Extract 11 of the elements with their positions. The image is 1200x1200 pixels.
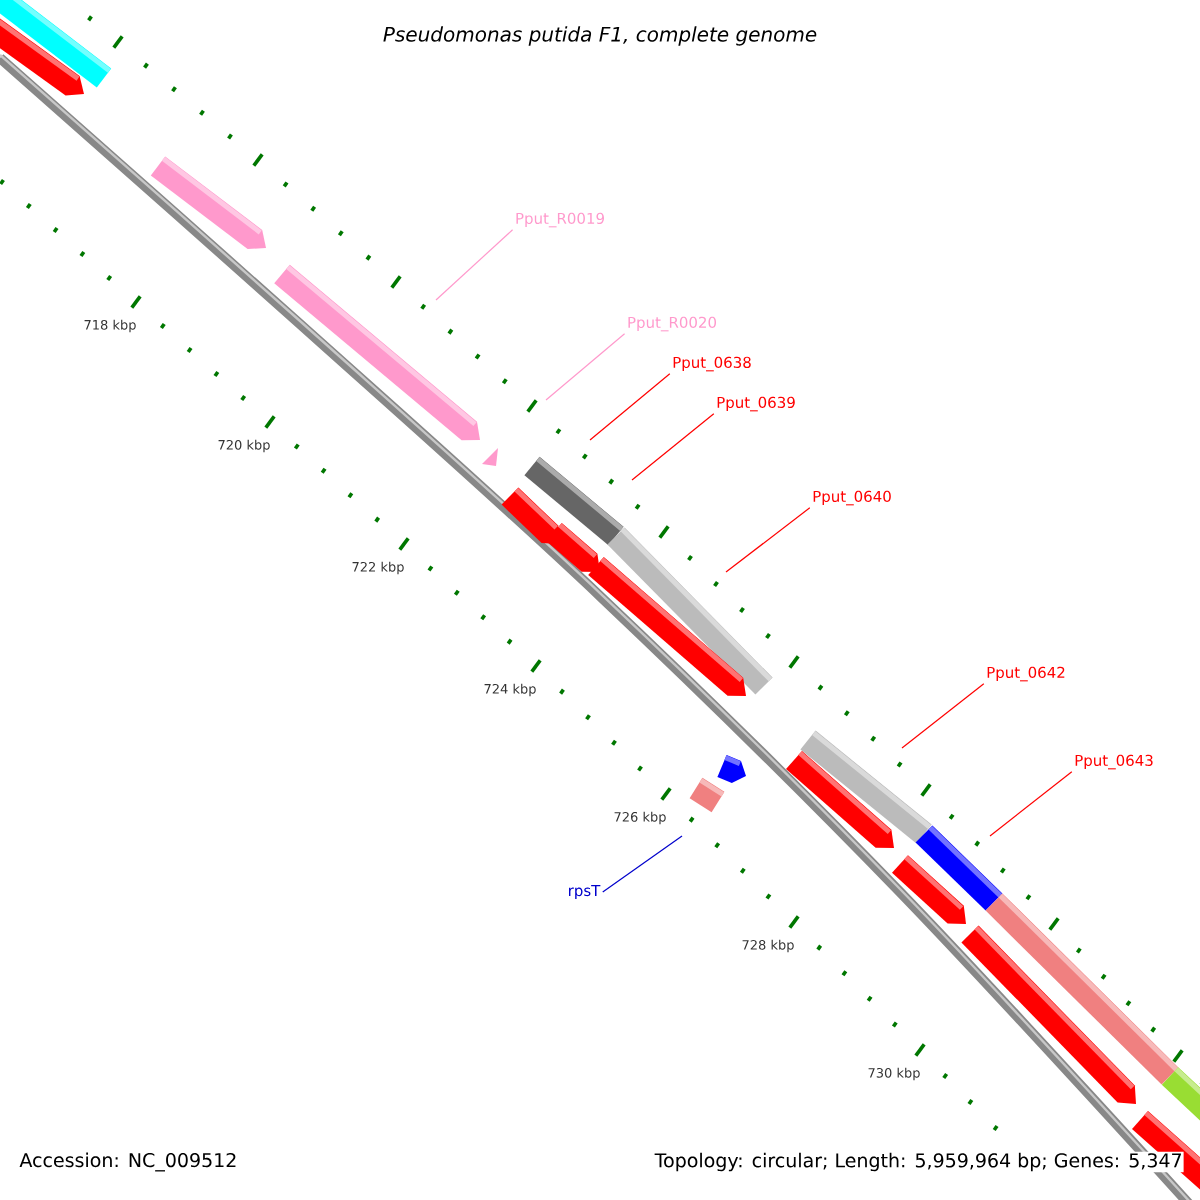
genome-info-text: Topology: circular; Length: 5,959,964 bp; Genes: 5,347 (653, 1151, 1184, 1173)
leader-line (631, 413, 715, 481)
leader-line (602, 835, 683, 893)
leader-line (725, 507, 811, 573)
leader-line (545, 333, 626, 401)
leader-line (435, 229, 514, 301)
leader-line (989, 771, 1073, 837)
leader-line (901, 683, 985, 749)
title: Pseudomonas putida F1, complete genome (383, 26, 817, 46)
accession-text: Accession: NC_009512 (19, 1152, 236, 1172)
leader-line (589, 373, 671, 441)
